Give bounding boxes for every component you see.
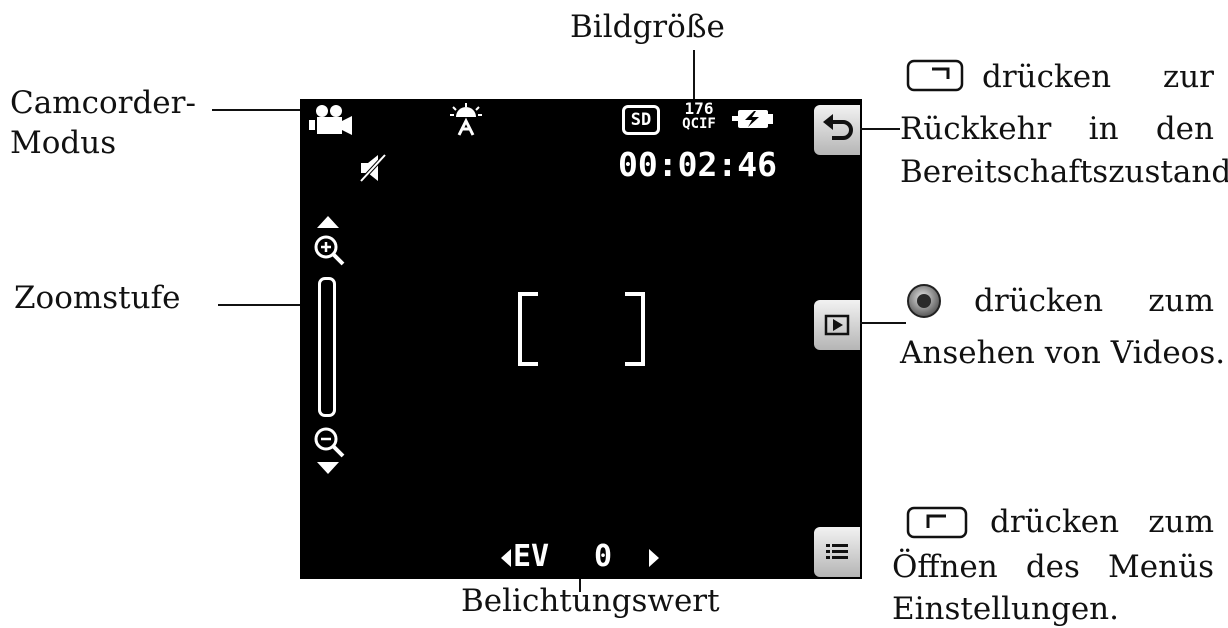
return-instruction-line2: Rückkehr in den (900, 110, 1214, 148)
menu-instruction-line1: drücken zum (990, 503, 1214, 541)
battery-icon (732, 110, 773, 128)
return-key-icon (906, 59, 964, 92)
menu-instruction-line2: Öffnen des Menüs (892, 548, 1214, 586)
ev-left-arrow-icon[interactable] (500, 548, 512, 568)
zoom-in-icon (314, 235, 345, 266)
return-instruction-word1: drücken (982, 59, 1112, 95)
return-button[interactable] (814, 105, 860, 155)
menu-instruction-line3: Einstellungen. (892, 591, 1119, 627)
zoom-out-icon (314, 427, 345, 458)
return-callout-line (860, 128, 900, 130)
camcorder-mode-callout-line (212, 109, 300, 111)
return-instruction-word4: in (1088, 111, 1119, 147)
menu-instruction-word4: des (1025, 549, 1080, 585)
scene-auto-icon (450, 103, 482, 136)
ev-right-arrow-icon[interactable] (648, 548, 660, 568)
menu-key-icon (906, 506, 968, 539)
play-instruction-line2: Ansehen von Videos. (900, 335, 1226, 371)
image-size-top: 176 (684, 99, 714, 118)
return-icon (823, 114, 853, 140)
focus-bracket-right (625, 292, 645, 366)
camcorder-mode-label-line2: Modus (10, 125, 117, 161)
ev-label: EV (513, 539, 550, 574)
image-size-bottom: QCIF (682, 116, 716, 132)
zoom-level-label: Zoomstufe (14, 280, 181, 316)
play-instruction-word2: zum (1148, 283, 1214, 319)
return-instruction-line1: drücken zur (982, 58, 1214, 96)
camera-lcd-screen: SD 176 QCIF 00:02:46 (300, 99, 862, 579)
image-size-label: Bildgröße (570, 9, 725, 45)
menu-button[interactable] (814, 527, 860, 577)
sd-card-label: SD (630, 110, 652, 130)
play-instruction-word1: drücken (974, 283, 1104, 319)
camcorder-icon (309, 105, 352, 135)
menu-icon (826, 544, 848, 559)
focus-bracket-left (518, 292, 538, 366)
image-size-callout-line (693, 50, 695, 100)
ev-value: 0 (594, 539, 613, 574)
return-instruction-word5: den (1155, 111, 1214, 147)
recording-timer: 00:02:46 (618, 145, 777, 184)
play-instruction-line1: drücken zum (974, 282, 1214, 320)
zoom-down-arrow-icon (317, 462, 339, 474)
play-icon (824, 314, 850, 336)
menu-instruction-word2: zum (1148, 504, 1214, 540)
camcorder-mode-label-line1: Camcorder- (10, 85, 196, 121)
play-videos-button[interactable] (814, 300, 860, 350)
zoom-slider-track[interactable] (318, 277, 336, 417)
return-instruction-word2: zur (1162, 59, 1214, 95)
menu-instruction-word1: drücken (990, 504, 1120, 540)
zoom-level-callout-line (218, 304, 316, 306)
return-instruction-word3: Rückkehr (900, 111, 1052, 147)
exposure-value-label: Belichtungswert (461, 583, 720, 619)
play-callout-line (860, 322, 906, 324)
menu-instruction-word3: Öffnen (892, 549, 998, 585)
return-instruction-line3: Bereitschaftszustand. (900, 154, 1228, 190)
menu-instruction-word5: Menüs (1108, 549, 1214, 585)
sd-card-icon: SD (622, 105, 660, 135)
zoom-up-arrow-icon (317, 216, 339, 228)
ok-button-icon (907, 284, 941, 318)
mute-icon (358, 152, 388, 184)
